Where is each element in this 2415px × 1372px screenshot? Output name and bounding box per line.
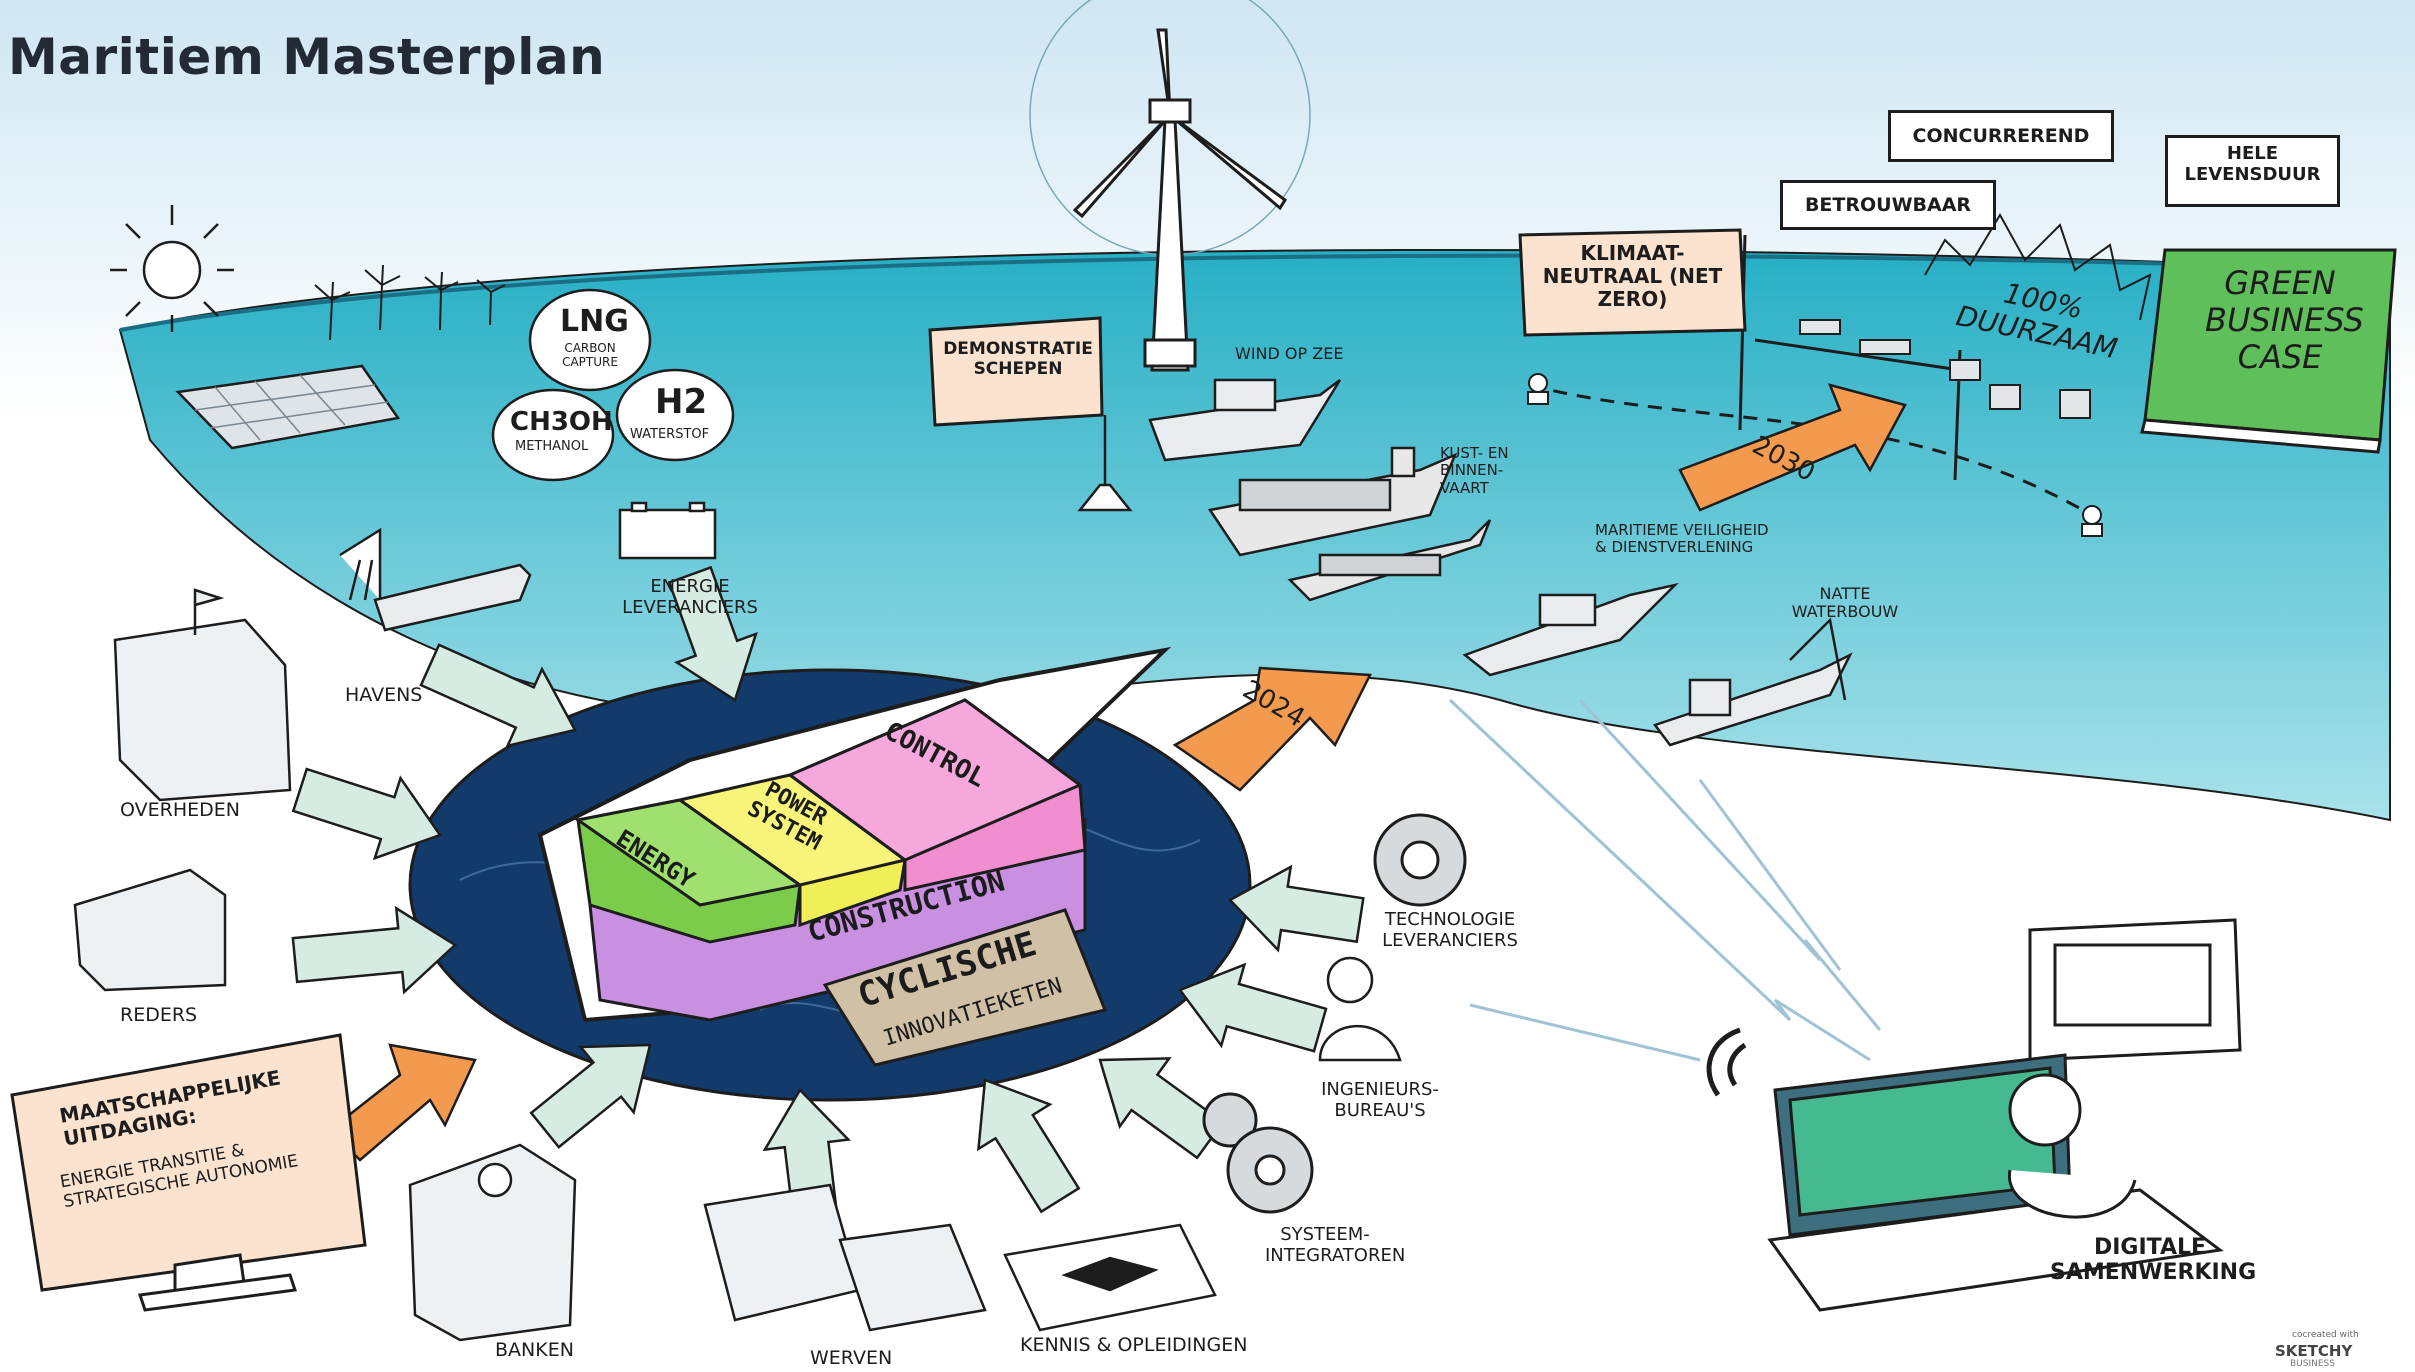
integrator-gear-icon xyxy=(1202,1092,1314,1214)
methanol-sub-label: METHANOL xyxy=(515,439,589,454)
arrow-from-overheden xyxy=(291,767,442,861)
green-business-book xyxy=(2140,248,2397,454)
arrow-2030 xyxy=(1678,383,1907,512)
harbour-pieces xyxy=(1799,319,2091,419)
betrouwbaar-sign: BETROUWBAAR xyxy=(1780,180,1996,230)
bank-building-icon xyxy=(408,1143,577,1342)
green-business-label: GREEN BUSINESS CASE xyxy=(2205,264,2364,376)
methanol-label: CH3OH xyxy=(510,407,613,437)
patrol-ship xyxy=(1462,582,1679,677)
sun-icon xyxy=(110,205,234,332)
lng-label: LNG xyxy=(560,304,629,339)
inland-barge xyxy=(1287,519,1492,602)
government-building-icon xyxy=(113,588,292,802)
wifi-signal-icon xyxy=(1706,1027,1747,1097)
arrow-from-energie xyxy=(667,565,758,702)
data-streams xyxy=(1448,698,1882,1062)
arrow-2024 xyxy=(1172,666,1372,792)
demo-sign-bg xyxy=(928,316,1104,427)
arrow-from-kennis xyxy=(977,1078,1081,1214)
h2-label: H2 xyxy=(655,382,708,422)
banken-label: BANKEN xyxy=(495,1339,574,1361)
systeem-label: SYSTEEM- INTEGRATOREN xyxy=(1265,1224,1406,1266)
battery-icon xyxy=(618,501,717,560)
demo-buoy xyxy=(1077,415,1133,512)
concurrerend-sign: CONCURREREND xyxy=(1888,110,2114,162)
klimaat-sign: KLIMAAT- NEUTRAAL (NET ZERO) xyxy=(1542,241,1723,311)
energie-label: ENERGIE LEVERANCIERS xyxy=(622,576,758,618)
credit-line2: SKETCHY xyxy=(2275,1342,2353,1360)
sea-horizon xyxy=(119,253,2391,332)
digital-label: DIGITALE SAMENWERKING xyxy=(2050,1235,2257,1286)
buoy-icons xyxy=(1527,373,2103,537)
arrow-from-ingenieurs xyxy=(1178,962,1328,1053)
lng-sub-label: CARBON CAPTURE xyxy=(562,341,618,369)
ingenieurs-label: INGENIEURS- BUREAU'S xyxy=(1321,1079,1439,1121)
education-tablet-icon xyxy=(1003,1223,1217,1332)
arrow-from-systeem xyxy=(1098,1057,1225,1160)
arrow-from-havens xyxy=(419,643,577,748)
klimaat-sign-bg xyxy=(1518,228,1747,337)
challenge-monitor xyxy=(10,1033,367,1312)
fuel-bubbles xyxy=(491,288,735,482)
solar-panel-icon xyxy=(175,364,401,450)
overheden-label: OVERHEDEN xyxy=(120,799,240,821)
shipowner-building-icon xyxy=(73,868,227,992)
kennis-label: KENNIS & OPLEIDINGEN xyxy=(1020,1334,1248,1356)
arrow-from-reders xyxy=(291,905,458,995)
burst-icon xyxy=(1924,213,2152,321)
block-control xyxy=(787,698,1087,892)
credit-line1: cocreated with xyxy=(2292,1330,2359,1340)
demo-sign: DEMONSTRATIE SCHEPEN xyxy=(943,339,1093,379)
container-ship xyxy=(1207,446,1458,557)
dredger-ship xyxy=(1652,617,1853,747)
wind-service-ship xyxy=(1148,378,1342,462)
werven-label: WERVEN xyxy=(810,1347,893,1369)
reders-label: REDERS xyxy=(120,1004,198,1026)
technology-gear-icon xyxy=(1373,813,1467,907)
arrow-from-technologie xyxy=(1227,864,1365,953)
levensduur-sign: HELE LEVENSDUUR xyxy=(2165,135,2340,207)
cyclic-label-box xyxy=(822,908,1108,1067)
wind-turbine-icon xyxy=(1029,0,1311,372)
credit-line3: BUSINESS xyxy=(2290,1359,2335,1369)
page-title: Maritiem Masterplan xyxy=(8,28,606,86)
harbour-crane-icon xyxy=(339,527,532,632)
kust-label: KUST- EN BINNEN- VAART xyxy=(1440,444,1509,497)
shipyard-icon xyxy=(703,1183,987,1332)
engineer-person-icon xyxy=(1318,956,1402,1062)
h2-sub-label: WATERSTOF xyxy=(630,427,710,442)
small-wind-turbines xyxy=(314,264,506,341)
arrow-challenge xyxy=(328,1043,477,1162)
wind-label: WIND OP ZEE xyxy=(1235,344,1344,363)
arrow-from-banken xyxy=(529,1043,652,1149)
technologie-label: TECHNOLOGIE LEVERANCIERS xyxy=(1382,909,1518,951)
digital-workstation xyxy=(1767,918,2242,1312)
havens-label: HAVENS xyxy=(345,684,423,706)
water-label: NATTE WATERBOUW xyxy=(1791,584,1899,622)
veiligheid-label: MARITIEME VEILIGHEID & DIENSTVERLENING xyxy=(1595,521,1769,557)
